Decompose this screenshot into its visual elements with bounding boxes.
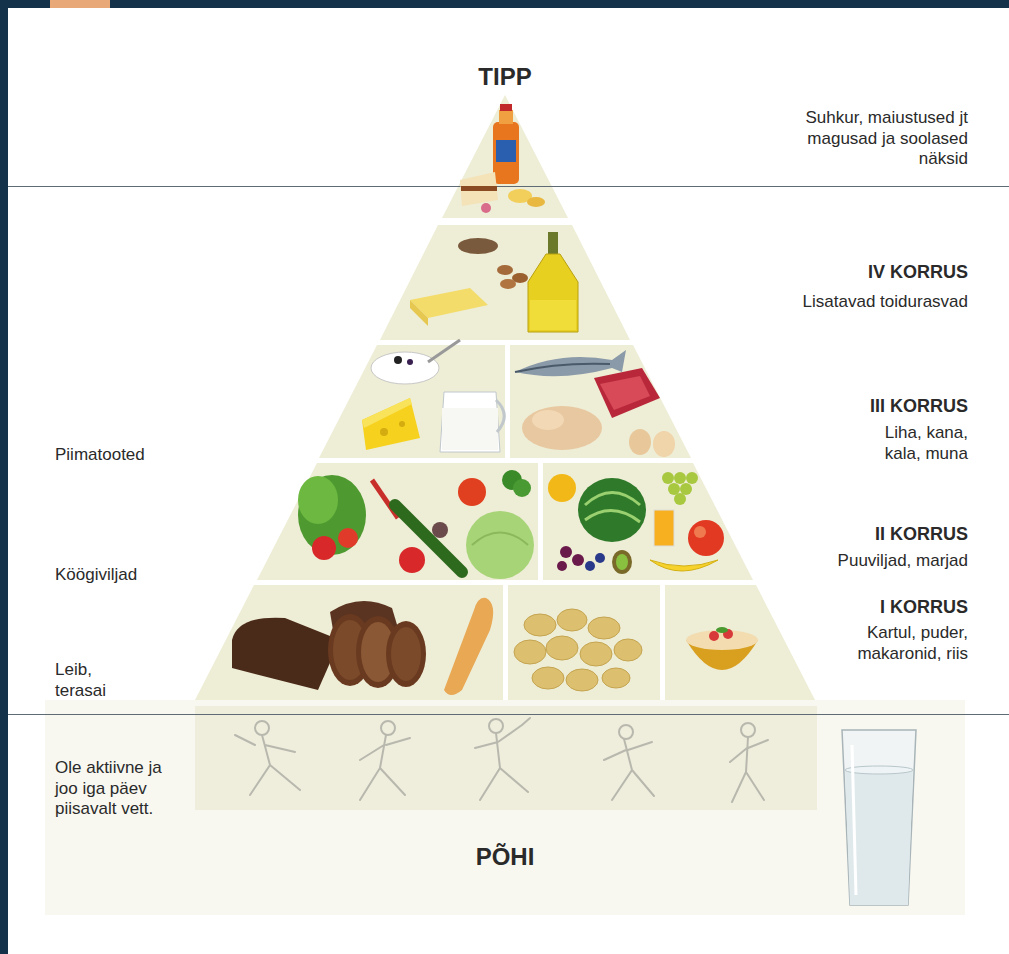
side-label: Leib, terasai	[55, 660, 147, 701]
tier-description: Kartul, puder, makaronid, riis	[848, 623, 968, 664]
tier-description: Liha, kana, kala, muna	[856, 423, 968, 464]
tier-heading: IV KORRUS	[728, 262, 968, 284]
tier-heading: III KORRUS	[768, 396, 968, 418]
tier-description: Lisatavad toidurasvad	[728, 292, 968, 313]
tier-heading: I KORRUS	[768, 597, 968, 619]
side-label: Köögiviljad	[55, 565, 215, 586]
side-label: Piimatooted	[55, 445, 215, 466]
tier-description: Puuviljad, marjad	[768, 551, 968, 572]
tier-heading: II KORRUS	[768, 524, 968, 546]
activity-note: Ole aktiivne ja joo iga päev piisavalt v…	[55, 758, 173, 820]
apex-heading: TIPP	[425, 62, 585, 91]
base-heading: PÕHI	[425, 842, 585, 871]
tier-description: Suhkur, maiustused jt magusad ja soolase…	[768, 108, 968, 170]
